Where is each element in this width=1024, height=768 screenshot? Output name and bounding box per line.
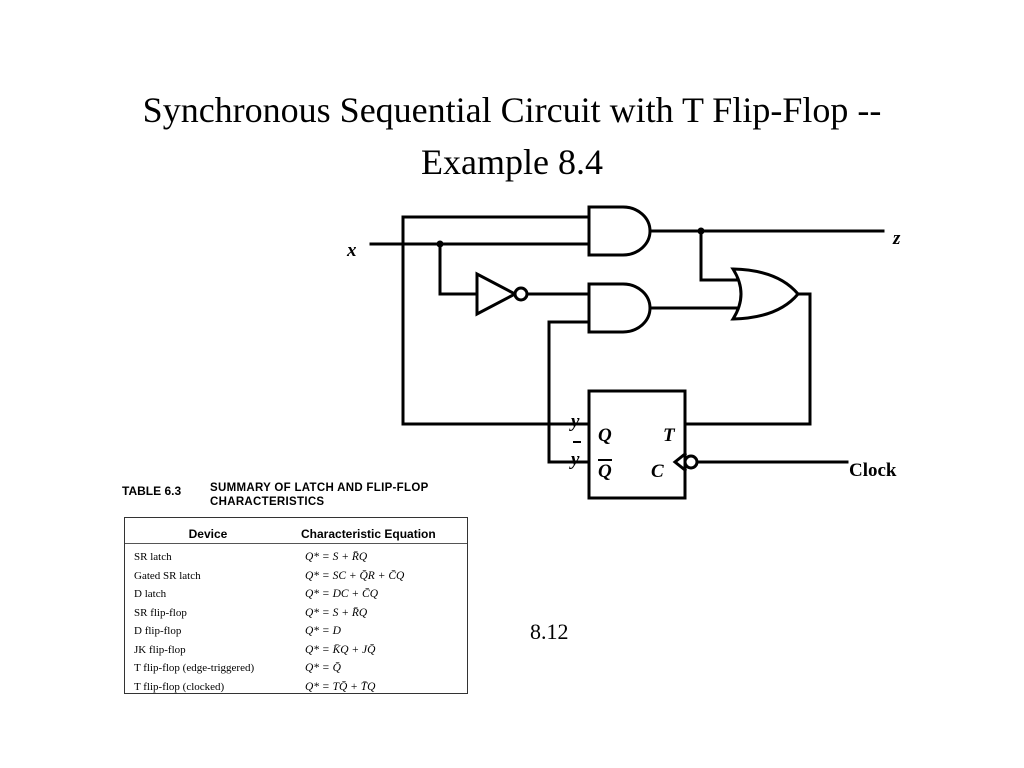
equation-cell: Q* = S + R̄Q <box>305 606 368 619</box>
wire-ybar-to-and2 <box>547 320 591 464</box>
table-header: TABLE 6.3 SUMMARY OF LATCH AND FLIP-FLOP… <box>122 481 470 509</box>
table-row: SR latch Q* = S + R̄Q <box>125 548 467 567</box>
wire-x-to-inverter <box>438 242 479 296</box>
table-row: JK flip-flop Q* = K̄Q + JQ̄ <box>125 641 467 660</box>
or-gate <box>730 267 800 321</box>
table-row: SR flip-flop Q* = S + R̄Q <box>125 604 467 623</box>
t-flip-flop <box>587 389 687 500</box>
ff-c-label: C <box>651 461 664 482</box>
table-row: T flip-flop (edge-triggered) Q* = Q̄ <box>125 659 467 678</box>
output-z-label: z <box>892 228 901 249</box>
table-row: D latch Q* = DC + C̄Q <box>125 585 467 604</box>
clock-triangle <box>672 451 688 473</box>
title-line-1: Synchronous Sequential Circuit with T Fl… <box>142 90 882 130</box>
input-x-label: x <box>346 240 357 261</box>
equation-cell: Q* = D <box>305 625 341 638</box>
wire-z-to-or <box>699 229 743 282</box>
clock-bubble <box>683 454 699 470</box>
ff-qbar-label: Q <box>598 461 612 482</box>
inverter-gate <box>475 271 519 317</box>
equation-cell: Q* = DC + C̄Q <box>305 588 379 601</box>
flip-flop-summary-table: TABLE 6.3 SUMMARY OF LATCH AND FLIP-FLOP… <box>122 481 470 694</box>
device-cell: SR latch <box>134 551 172 564</box>
table-grid: Device Characteristic Equation SR latch … <box>124 517 468 694</box>
and-gate-2 <box>587 282 652 334</box>
column-header-equation: Characteristic Equation <box>301 527 436 541</box>
device-cell: JK flip-flop <box>134 643 186 656</box>
equation-cell: Q* = S + R̄Q <box>305 551 368 564</box>
table-caption-line-2: CHARACTERISTICS <box>210 496 325 508</box>
ff-t-label: T <box>663 425 676 446</box>
device-cell: D flip-flop <box>134 625 182 638</box>
table-column-headers: Device Characteristic Equation <box>125 518 467 544</box>
ff-q-label: Q <box>598 425 612 446</box>
equation-cell: Q* = K̄Q + JQ̄ <box>305 643 376 656</box>
page-number: 8.12 <box>530 619 569 644</box>
table-caption-line-1: SUMMARY OF LATCH AND FLIP-FLOP <box>210 482 429 494</box>
equation-cell: Q* = TQ̄ + T̄Q <box>305 680 376 693</box>
state-ybar-label: y <box>569 449 580 470</box>
equation-cell: Q* = SC + Q̄R + C̄Q <box>305 569 405 582</box>
table-row: D flip-flop Q* = D <box>125 622 467 641</box>
slide-title: Synchronous Sequential Circuit with T Fl… <box>0 84 1024 188</box>
device-cell: T flip-flop (clocked) <box>134 680 225 693</box>
table-row: Gated SR latch Q* = SC + Q̄R + C̄Q <box>125 567 467 586</box>
state-y-label: y <box>569 411 580 432</box>
column-header-device: Device <box>188 527 228 541</box>
table-number: TABLE 6.3 <box>122 484 182 498</box>
device-cell: D latch <box>134 588 167 601</box>
wire-y-to-and1 <box>401 215 591 426</box>
table-body: SR latch Q* = S + R̄Q Gated SR latch Q* … <box>125 544 467 696</box>
device-cell: Gated SR latch <box>134 569 201 582</box>
clock-label: Clock <box>849 460 897 481</box>
equation-cell: Q* = Q̄ <box>305 662 341 675</box>
device-cell: T flip-flop (edge-triggered) <box>134 662 255 675</box>
inverter-bubble <box>513 286 529 302</box>
title-line-2: Example 8.4 <box>421 142 603 182</box>
wire-or-to-t <box>683 292 812 426</box>
table-caption: SUMMARY OF LATCH AND FLIP-FLOP CHARACTER… <box>210 481 429 509</box>
and-gate-1 <box>587 205 652 257</box>
device-cell: SR flip-flop <box>134 606 187 619</box>
table-row: T flip-flop (clocked) Q* = TQ̄ + T̄Q <box>125 678 467 697</box>
